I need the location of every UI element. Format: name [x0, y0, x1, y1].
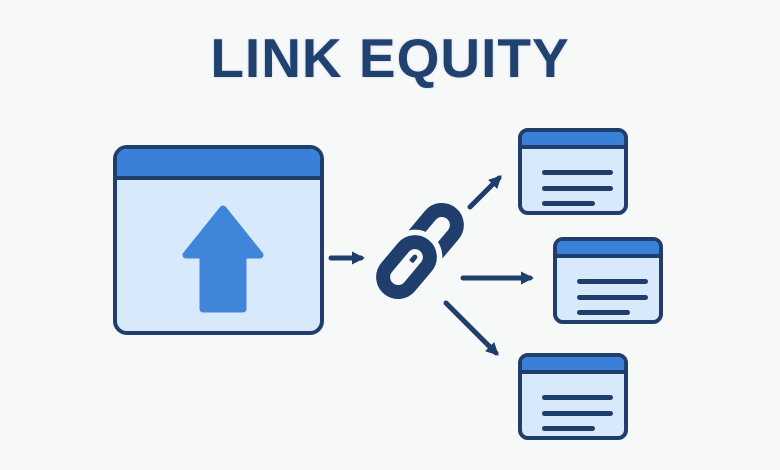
text-line — [542, 170, 613, 175]
arrow-link-to-page-3 — [443, 300, 499, 356]
text-line — [577, 310, 630, 315]
text-line — [542, 186, 613, 191]
text-line — [542, 426, 595, 431]
destination-page-card — [553, 237, 663, 324]
text-line — [542, 411, 613, 416]
page-title: LINK EQUITY — [210, 27, 570, 89]
chain-link-icon — [370, 202, 464, 305]
arrow-link-to-page-1 — [467, 175, 502, 210]
source-page-window — [113, 145, 324, 335]
text-line — [577, 295, 648, 300]
destination-page-card — [518, 128, 628, 215]
text-line — [542, 201, 595, 206]
text-line — [577, 279, 648, 284]
card-header-bar — [557, 241, 659, 258]
destination-page-card — [518, 353, 628, 440]
text-line — [542, 395, 613, 400]
card-header-bar — [522, 357, 624, 374]
browser-header-bar — [117, 149, 320, 180]
card-header-bar — [522, 132, 624, 149]
up-arrow-icon — [182, 205, 264, 313]
